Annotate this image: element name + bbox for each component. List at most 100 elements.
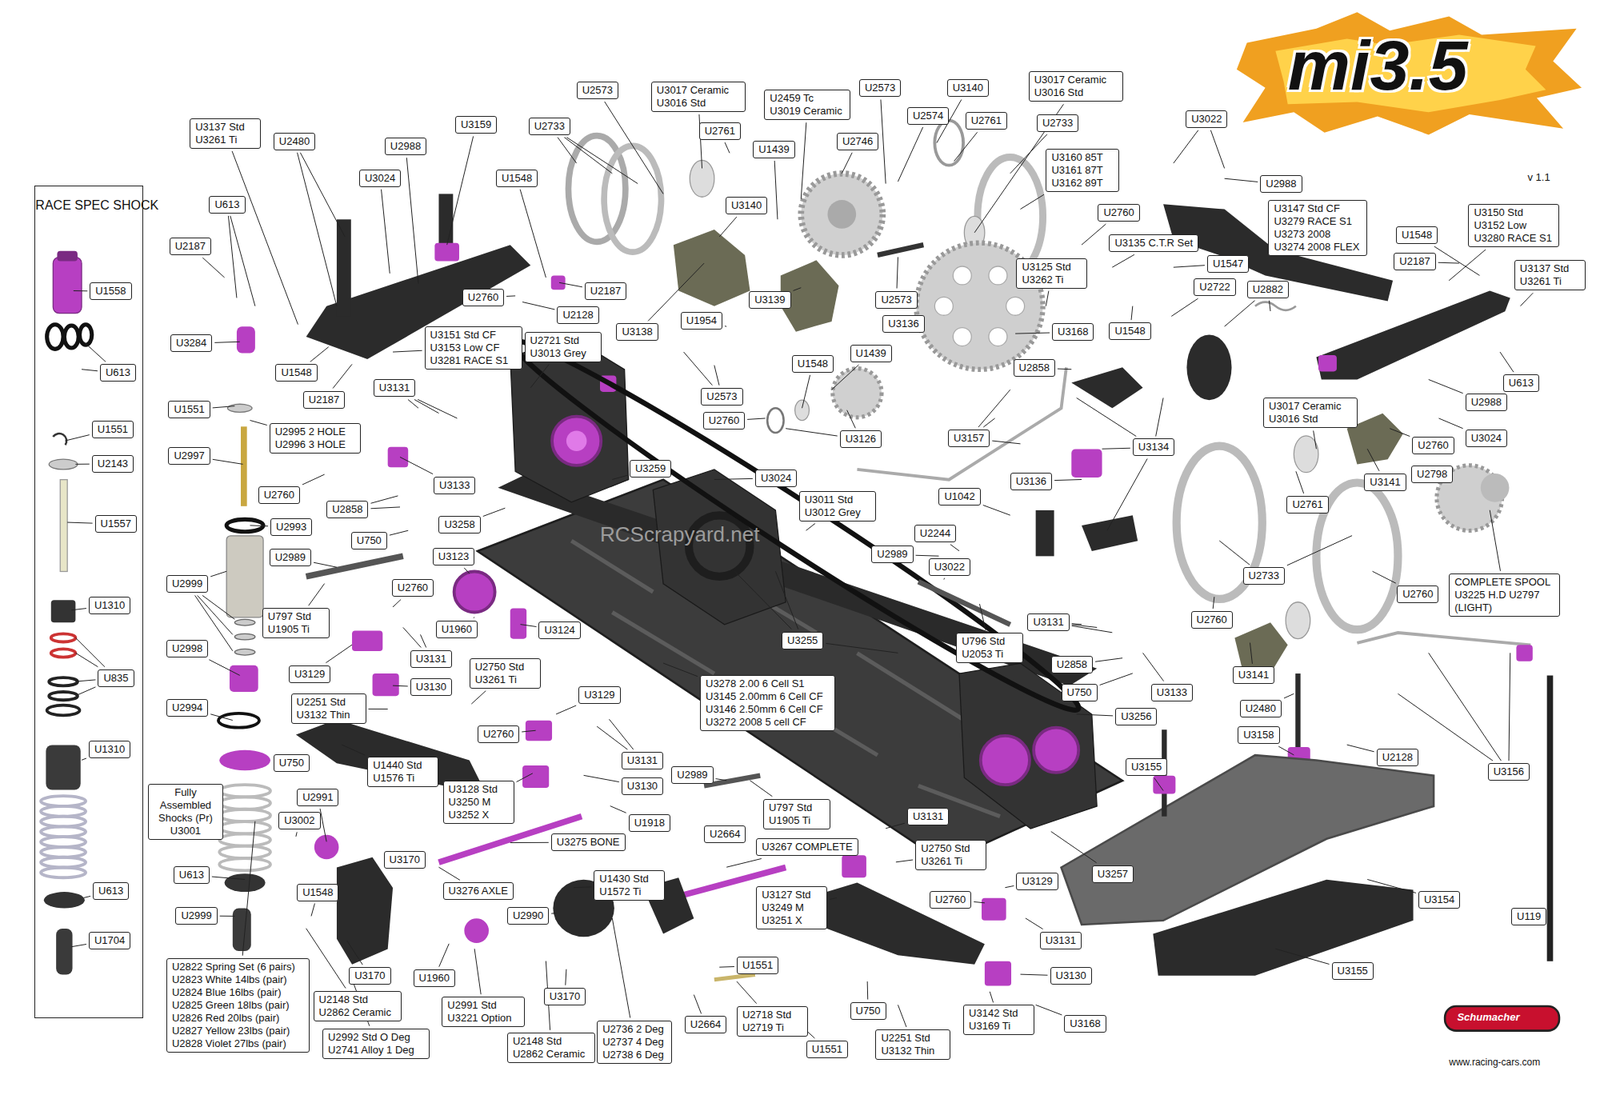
part-number: U3133 [1156,686,1188,700]
leader-line [829,897,837,900]
leader-line [596,726,628,750]
part-number: U1557 [100,517,132,531]
part-number: U3142 Std U3169 Ti [968,1007,1029,1033]
leader-line [1015,332,1050,334]
leader-line [420,634,427,648]
leader-line [250,524,269,527]
leader-line [896,256,898,288]
leader-line [1045,291,1048,307]
part-callout: U3131 [373,379,416,397]
part-number: U2858 [332,503,363,516]
part-callout: U797 Std U1905 Ti [262,608,330,639]
part-callout: U750 [1061,684,1098,702]
part-number: U2760 [1103,206,1134,220]
leader-line [228,216,236,299]
part-number: U2573 [706,390,737,404]
part-callout: U3124 [538,621,580,640]
part-callout: U1551 [806,1040,848,1059]
leader-line [684,352,713,386]
leader-line [73,290,88,292]
leader-line [313,562,337,568]
leader-line [250,420,268,426]
leader-line [1287,536,1352,566]
part-number: U1918 [634,816,665,830]
part-callout: U2999 [166,575,208,593]
leader-line [242,821,256,956]
leader-line [347,940,364,965]
logo-title: mi3.5 [1288,30,1468,101]
leader-line [1548,917,1550,919]
leader-line [1367,448,1380,472]
part-callout: U2187 [303,391,345,409]
part-callout: U3155 [1125,758,1168,776]
part-callout: U2574 [907,107,949,125]
part-callout: U2480 [273,132,316,151]
part-number: U3267 COMPLETE [761,840,852,854]
part-callout: U2995 2 HOLE U2996 3 HOLE [269,423,361,454]
part-callout: U2573 [875,291,917,309]
part-callout: U2994 [166,699,208,717]
part-callout: U3142 Std U3169 Ti [963,1004,1035,1036]
part-number: U2858 [1019,361,1050,375]
leader-line [1072,624,1097,628]
part-number: U750 [856,1004,881,1018]
leader-line [320,808,327,842]
leader-line [604,101,664,194]
part-number: U1548 [1401,228,1432,242]
part-number: U3150 Std U3152 Low U3280 RACE S1 [1473,206,1554,245]
leader-line [1508,652,1511,761]
part-callout: U1440 Std U1576 Ti [367,756,439,788]
part-number: U3155 [1131,760,1162,774]
part-number: U2664 [690,1018,721,1032]
part-callout: U3129 [1016,872,1058,891]
leader-line [557,137,577,164]
part-number: U2750 Std U3261 Ti [920,842,981,868]
part-number: U3168 [1069,1017,1100,1031]
part-callout: U3160 85T U3161 87T U3162 89T [1045,148,1120,192]
part-number: U1548 [1114,324,1145,338]
part-number: U750 [356,534,382,548]
part-number: U3130 [416,680,447,694]
part-callout: U3024 [755,469,797,488]
part-callout: U2187 [584,282,627,300]
part-number: U3131 [627,754,658,768]
part-callout: U2736 2 Deg U2737 4 Deg U2738 6 Deg [596,1020,672,1064]
leader-line [1520,292,1534,306]
part-callout: U2718 Std U2719 Ti [736,1006,808,1037]
part-callout: U3133 [433,476,476,495]
suspension [296,193,1012,986]
part-callout: U2733 [528,117,571,136]
part-callout: U3141 [1364,473,1406,492]
leader-line [75,687,96,696]
leader-line [1224,300,1256,327]
part-callout: U2822 Spring Set (6 pairs) U2823 White 1… [166,958,310,1053]
part-callout: U3130 [410,678,452,696]
leader-line [311,904,315,917]
part-number: U2718 Std U2719 Ti [742,1008,803,1035]
part-number: U3276 AXLE [448,884,508,898]
part-number: U2244 [920,527,951,540]
part-number: U2995 2 HOLE U2996 3 HOLE [275,425,356,452]
part-callout: U2988 [1465,393,1508,412]
part-number: U3158 [1243,728,1274,742]
part-callout: U3170 [348,967,391,985]
part-number: U2733 [534,120,565,133]
part-callout: U3139 [748,291,791,309]
part-callout: U2993 [270,518,312,536]
part-number: U2999 [172,577,203,591]
leader-line [202,595,235,620]
part-number: U2187 [308,393,340,407]
leader-line [1173,130,1199,164]
leader-line [1268,300,1271,312]
leader-line [747,418,766,420]
part-number: U2761 [1292,498,1323,512]
leader-line [559,282,583,287]
leader-line [520,189,546,278]
leader-line [1500,352,1514,372]
part-number: U2722 [1199,280,1230,294]
part-callout: U1551 [168,400,210,419]
part-number: U613 [105,366,131,380]
part-number: U2760 [468,291,499,304]
leader-line [1250,643,1253,664]
part-number: U3130 [1056,969,1087,983]
